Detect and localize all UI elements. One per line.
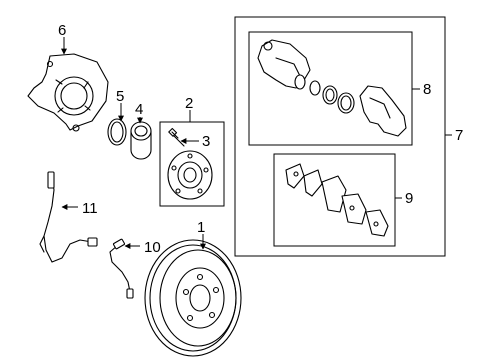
callout-5: 5 (116, 88, 124, 105)
callout-6: 6 (58, 22, 66, 39)
caliper-body-part (257, 39, 407, 137)
brake-pad-kit-box (273, 153, 396, 247)
callout-2: 2 (185, 95, 193, 112)
callout-7: 7 (455, 127, 463, 144)
callout-4: 4 (135, 101, 143, 118)
callout-10: 10 (144, 239, 161, 256)
callout-1: 1 (197, 219, 205, 236)
brake-disc-part (144, 239, 242, 357)
wheel-hub-part (167, 150, 213, 200)
hub-bolt-part (168, 127, 185, 147)
callout-3: 3 (202, 133, 210, 150)
brake-hose-part (109, 238, 134, 299)
abs-sensor-part (39, 171, 98, 263)
callout-11: 11 (82, 200, 98, 217)
callout-8: 8 (423, 81, 431, 98)
hub-assembly-box (159, 121, 225, 207)
brake-pads-part (285, 163, 389, 237)
brake-caliper-group-box (234, 16, 446, 257)
wheel-bearing-part (130, 121, 152, 160)
snap-ring-part (107, 118, 127, 146)
dust-shield-part (27, 53, 109, 132)
callout-9: 9 (405, 190, 413, 207)
